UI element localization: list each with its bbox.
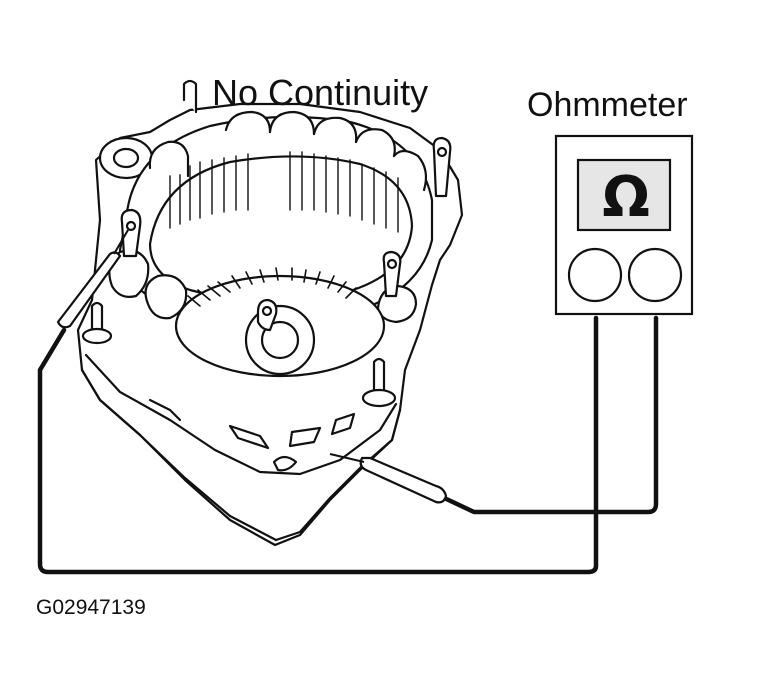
plate-hole xyxy=(272,455,298,472)
figure-code: G02947139 xyxy=(36,596,146,619)
diagram-title: No Continuity xyxy=(212,72,429,113)
stator-lead-right-mid xyxy=(382,250,402,298)
plate-cutout-1 xyxy=(228,424,270,450)
probe-left xyxy=(56,251,122,329)
ohmmeter-device xyxy=(554,134,694,316)
test-lead-left xyxy=(37,315,599,575)
alternator-stator-assembly xyxy=(76,79,464,547)
ohmmeter-jack-left xyxy=(567,247,623,303)
plate-cutout-3 xyxy=(330,412,356,436)
stator-winding-top xyxy=(148,110,428,192)
ohmmeter-jack-right xyxy=(627,247,683,303)
ohm-symbol-icon: Ω xyxy=(602,165,650,230)
ohmmeter-label: Ohmmeter xyxy=(527,86,688,124)
test-probes xyxy=(56,229,448,504)
stator-lead-right-top xyxy=(432,136,452,198)
stator-lead-left xyxy=(120,208,142,258)
test-lead-right xyxy=(437,315,659,515)
stud-right xyxy=(372,357,386,398)
rectifier-fins xyxy=(187,267,357,307)
stud-left xyxy=(90,301,104,336)
ohmmeter-display xyxy=(576,158,672,232)
terminal-post-top xyxy=(182,79,198,114)
stator-laminations xyxy=(169,151,399,233)
plate-cutout-2 xyxy=(288,426,322,448)
probe-right xyxy=(359,456,448,504)
test-leads xyxy=(37,315,659,575)
